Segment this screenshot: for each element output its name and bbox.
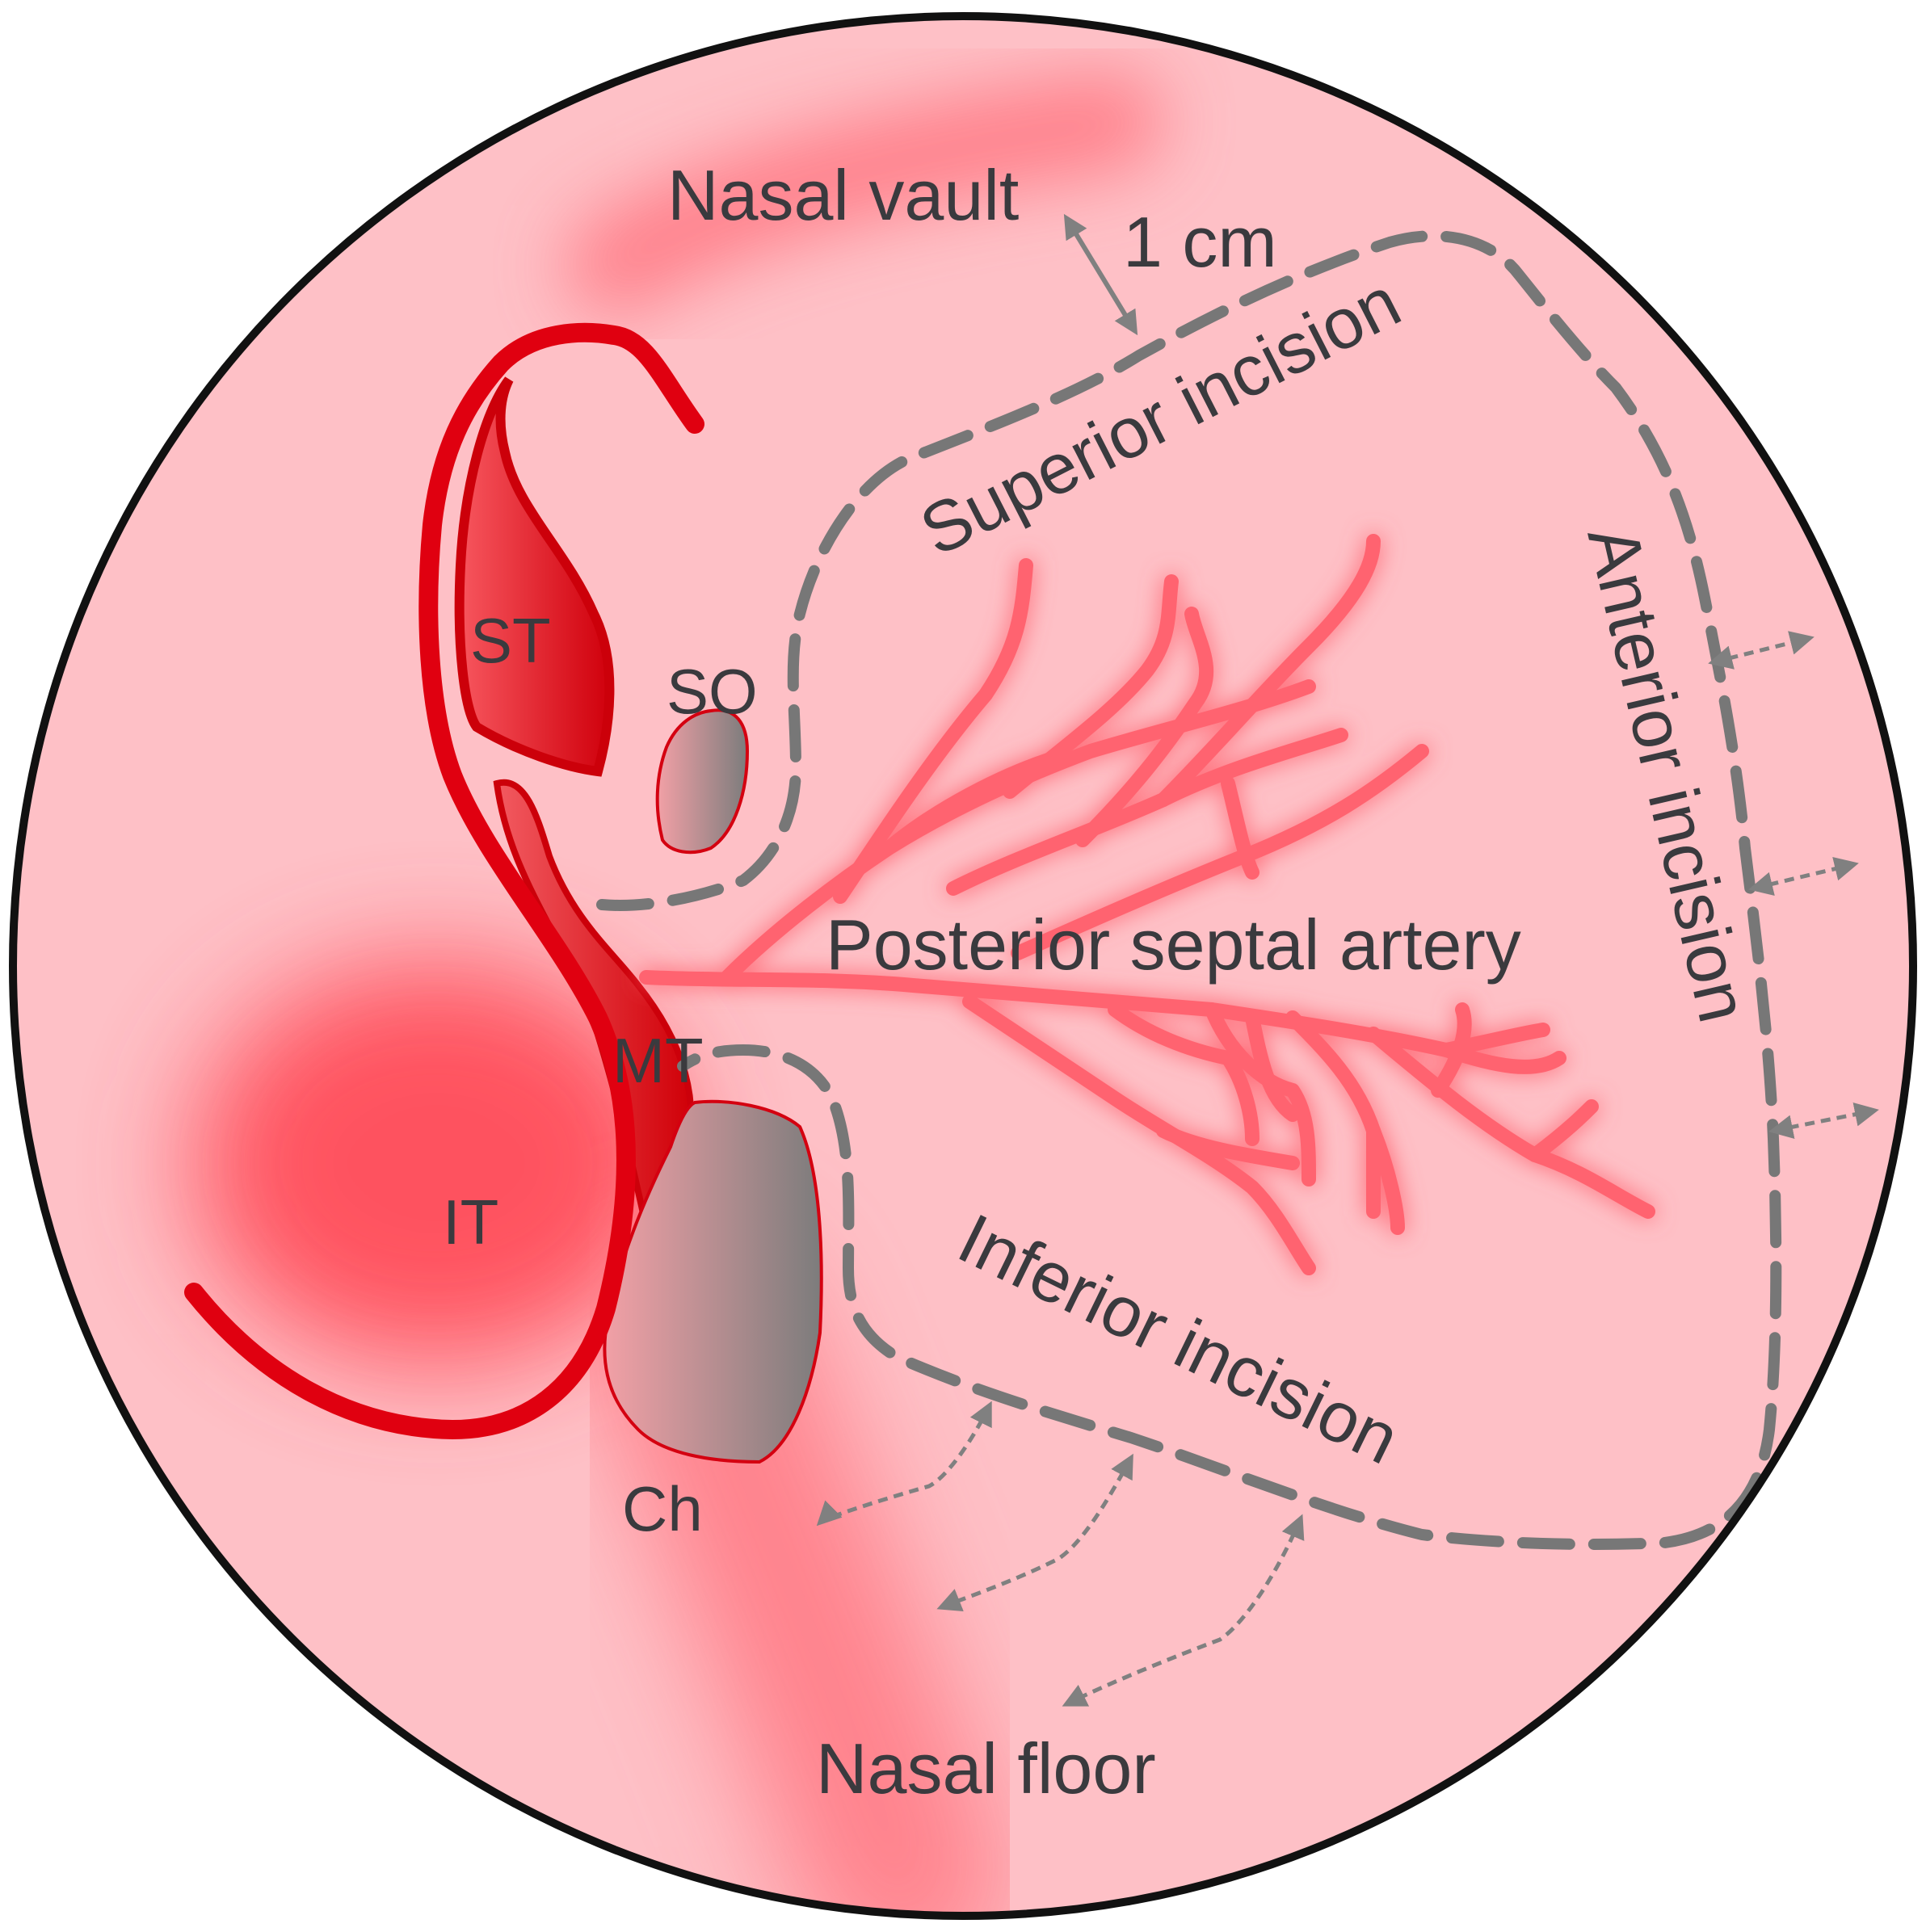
label-posterior-septal-artery: Posterior septal artery	[826, 905, 1521, 985]
label-st: ST	[470, 605, 551, 676]
incision-path	[596, 230, 1782, 1550]
sphenoid-ostium-shape	[655, 708, 750, 855]
choana-shape	[603, 1099, 823, 1464]
label-mt: MT	[612, 1025, 704, 1096]
posterior-septal-artery-branches	[639, 534, 1655, 1275]
label-so: SO	[667, 656, 758, 727]
lateral-wall-outline	[184, 322, 704, 1439]
label-ch: Ch	[622, 1473, 703, 1544]
endoscopic-field-border	[9, 12, 1917, 1920]
label-nasal-vault: Nasal vault	[667, 155, 1019, 235]
superior-turbinate-shape	[454, 376, 615, 777]
inferior-margin-arrows	[816, 1401, 1305, 1707]
inferior-turbinate-blush	[194, 961, 679, 1365]
label-one-cm: 1 cm	[1123, 202, 1277, 282]
label-nasal-floor: Nasal floor	[816, 1728, 1156, 1808]
anterior-margin-arrows	[1708, 631, 1879, 1140]
nasal-vault-blush	[566, 73, 1163, 315]
label-it: IT	[443, 1186, 498, 1258]
one-cm-measure-arrow	[1063, 213, 1138, 336]
